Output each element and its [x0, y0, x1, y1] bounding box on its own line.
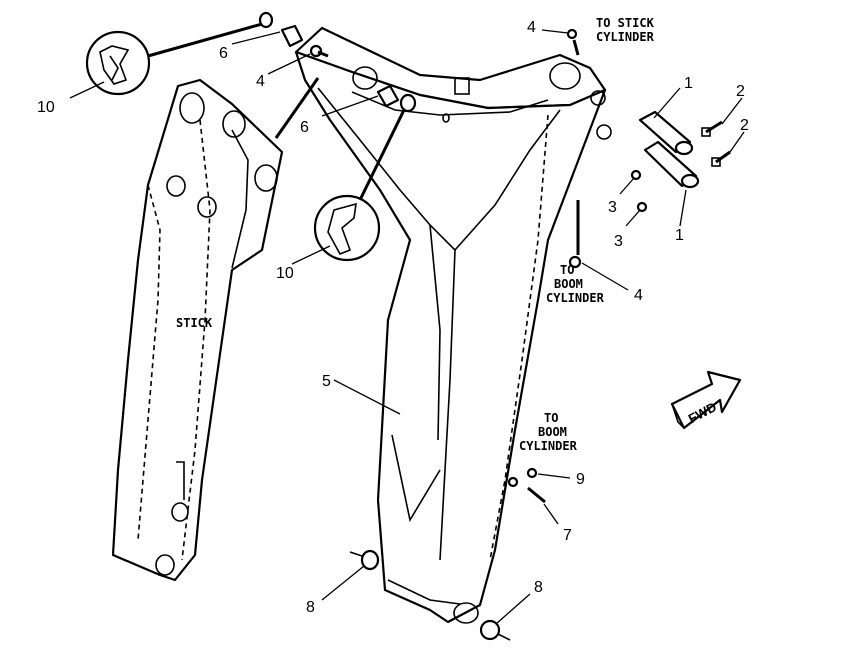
pin-1-upper — [638, 110, 694, 156]
fitting-9 — [526, 467, 538, 479]
bushing-8-left — [349, 549, 380, 571]
note-to-boom-cylinder-right-line1: TO — [560, 263, 574, 277]
callout-1-upper: 1 — [684, 75, 693, 92]
detail-circle-10-top — [85, 22, 263, 96]
callout-3-upper: 3 — [608, 199, 617, 216]
callout-6-mid: 6 — [300, 119, 309, 136]
nut-3-upper — [630, 169, 642, 181]
bushing-6-top — [258, 11, 304, 48]
callout-10-mid: 10 — [276, 265, 294, 282]
bushing-8-right — [479, 619, 511, 641]
stick-label: STICK — [176, 316, 213, 330]
callout-1-lower: 1 — [675, 227, 684, 244]
detail-circle-10-mid — [274, 77, 406, 262]
bolt-2-lower — [711, 150, 731, 167]
fitting-4-right — [568, 200, 582, 269]
callout-2-upper: 2 — [736, 83, 745, 100]
fitting-4-left — [309, 44, 329, 58]
note-to-boom-cylinder-lower-line3: CYLINDER — [519, 439, 578, 453]
note-to-boom-cylinder-right-line3: CYLINDER — [546, 291, 605, 305]
note-to-boom-cylinder-lower-line1: TO — [544, 411, 558, 425]
callout-4-left: 4 — [256, 73, 265, 90]
note-to-stick-cylinder-line2: CYLINDER — [596, 30, 655, 44]
note-to-stick-cylinder-line1: TO STICK — [596, 16, 655, 30]
callout-9: 9 — [576, 471, 585, 488]
callout-8-right: 8 — [534, 579, 543, 596]
pin-1-lower — [643, 140, 700, 189]
callout-4-right: 4 — [634, 287, 643, 304]
callout-7: 7 — [563, 527, 572, 544]
callout-4-top: 4 — [527, 19, 536, 36]
leader-lines — [69, 29, 745, 625]
callout-8-left: 8 — [306, 599, 315, 616]
stick-part — [111, 78, 284, 582]
forward-arrow-icon: FWD — [670, 370, 742, 430]
boom-part — [294, 26, 612, 624]
callout-10-top: 10 — [37, 99, 55, 116]
bolt-2-upper — [701, 120, 723, 137]
callout-5: 5 — [322, 373, 331, 390]
callout-3-lower: 3 — [614, 233, 623, 250]
fitting-7 — [507, 476, 546, 504]
note-to-boom-cylinder-lower-line2: BOOM — [538, 425, 567, 439]
bushing-6-mid — [376, 84, 417, 113]
note-to-boom-cylinder-right-line2: BOOM — [554, 277, 583, 291]
nut-3-lower — [636, 201, 648, 213]
callout-6-top: 6 — [219, 45, 228, 62]
callout-2-lower: 2 — [740, 117, 749, 134]
fitting-4-top — [566, 28, 580, 56]
